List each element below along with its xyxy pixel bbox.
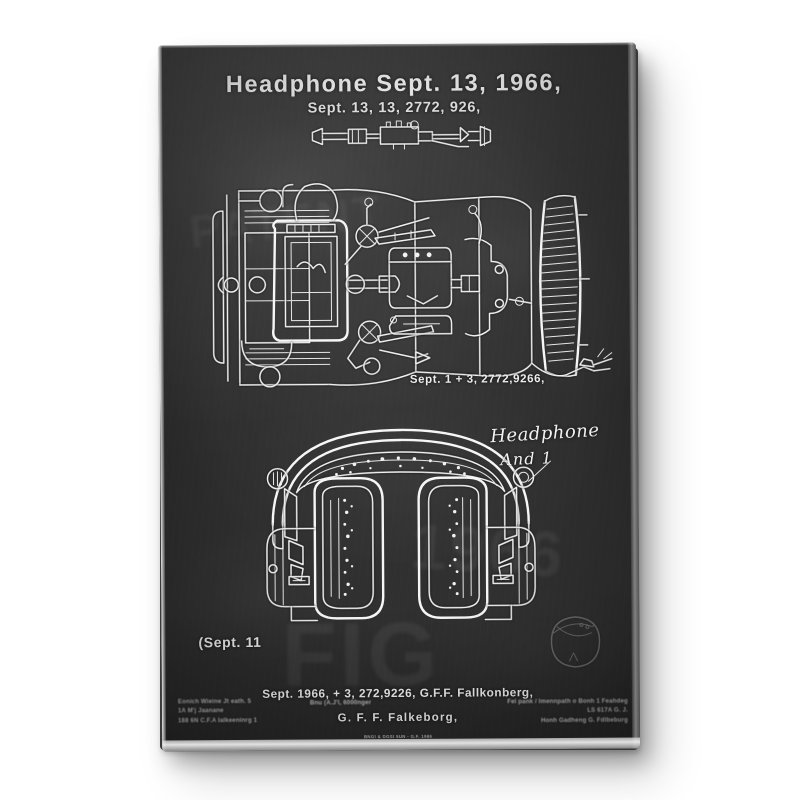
figure-label-bottom-left: (Sept. 11 xyxy=(198,633,262,651)
patent-plate: Headphone Sept. 13, 1966, Sept. 13, 13, … xyxy=(158,43,640,752)
page-title: Headphone Sept. 13, 1966, xyxy=(225,68,563,98)
figure-caption-middle: Sept. 1 + 3, 2772,9266, xyxy=(409,373,545,386)
figure-cross-section-drawing xyxy=(179,179,620,397)
handwritten-note-line-2: And 1 xyxy=(500,448,554,470)
footer-block-left: Eonich Wieine Jt eath. 5 1A M'j Jaanane … xyxy=(177,697,258,725)
footer-block-right: Fel pank / Imennpath o Bonh 1 Feahdeg LS… xyxy=(507,697,628,725)
handwritten-note-line-1: Headphone xyxy=(489,419,601,448)
footer-block-middle: Bnu (A.J'l, 6000nger xyxy=(309,699,372,707)
figure-top-assembly-drawing xyxy=(308,113,498,154)
footer-tiny-line: BNGI & DGSI 5UN - G.F. 1966 xyxy=(363,733,433,740)
figure-headphone-drawing xyxy=(250,415,551,637)
patent-seal-stamp xyxy=(543,611,607,673)
canvas-print-artwork: PATENT 1966 FIG Headphone Sept. 13, 1966… xyxy=(157,42,641,752)
page-subtitle: Sept. 13, 13, 2772, 926, xyxy=(307,99,481,117)
